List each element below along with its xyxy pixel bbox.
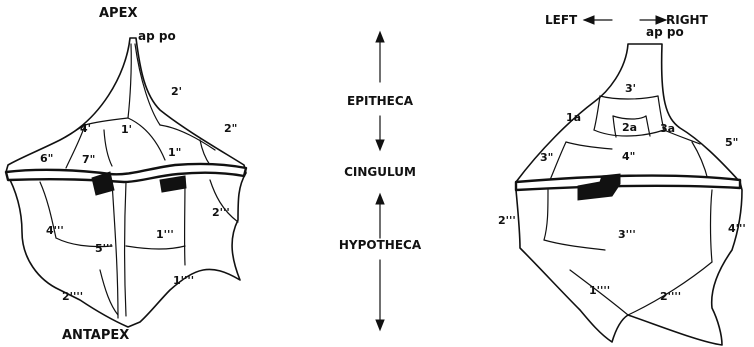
right-girdle xyxy=(516,176,740,190)
right-direction-arrow xyxy=(656,16,666,24)
plate-6dd-label: 6" xyxy=(40,152,53,165)
left-direction-arrow xyxy=(584,16,594,24)
plate-2a-label: 2a xyxy=(622,121,637,134)
plate-2ddd-label: 2''' xyxy=(212,206,230,219)
plate-1ddd-label: 1''' xyxy=(156,228,174,241)
epitheca-down-arrow xyxy=(376,140,384,150)
plate-3ddd-label: 3''' xyxy=(618,228,636,241)
apex-label: APEX xyxy=(99,6,138,21)
plate-5dd-label: 5" xyxy=(725,136,738,149)
plate-5ddd-label: 5''' xyxy=(95,242,113,255)
plate-1a-label: 1a xyxy=(566,111,581,124)
epitheca-label: EPITHECA xyxy=(347,94,414,108)
left-girdle xyxy=(6,164,246,182)
plate-1dddd-label-right: 1'''' xyxy=(589,284,610,297)
hypotheca-label: HYPOTHECA xyxy=(339,238,422,252)
plate-2dddd-label-right: 2'''' xyxy=(660,290,681,303)
right-cell: LEFT RIGHT ap po 3' 1a 2a 3a 3" 4" xyxy=(498,13,746,345)
plate-3prime-label: 3' xyxy=(625,82,636,95)
plate-4ddd-label-right: 4''' xyxy=(728,222,746,235)
plate-4dd-label: 4" xyxy=(622,150,635,163)
hypotheca-up-arrow xyxy=(376,194,384,204)
theca-key: EPITHECA CINGULUM HYPOTHECA xyxy=(339,32,422,330)
left-horn-line xyxy=(128,44,131,118)
left-sulcal-mark-2 xyxy=(160,176,186,192)
plate-3dd-label: 3" xyxy=(540,151,553,164)
plate-2dd-label: 2" xyxy=(224,122,237,135)
plate-2dddd-label: 2'''' xyxy=(62,290,83,303)
plate-4prime-label: 4' xyxy=(80,122,91,135)
plate-1dd-label: 1" xyxy=(168,146,181,159)
antapex-label: ANTAPEX xyxy=(62,328,129,343)
plate-2ddd-label-right: 2''' xyxy=(498,214,516,227)
plate-7dd-label: 7" xyxy=(82,153,95,166)
plate-4ddd-label: 4''' xyxy=(46,224,64,237)
cingulum-label: CINGULUM xyxy=(344,165,416,179)
plate-1dddd-label: 1'''' xyxy=(173,274,194,287)
left-pore-label: ap po xyxy=(138,29,176,43)
left-direction-label: LEFT xyxy=(545,13,578,27)
epitheca-up-arrow xyxy=(376,32,384,42)
hypotheca-down-arrow xyxy=(376,320,384,330)
plate-3a-label: 3a xyxy=(660,122,675,135)
plate-2prime-label: 2' xyxy=(171,85,182,98)
right-pore-label: ap po xyxy=(646,25,684,39)
left-cell: APEX ap po ANTAPEX 2' 4' 1' 2" 6" 7" 1" … xyxy=(6,6,246,343)
plate-1prime-label: 1' xyxy=(121,123,132,136)
